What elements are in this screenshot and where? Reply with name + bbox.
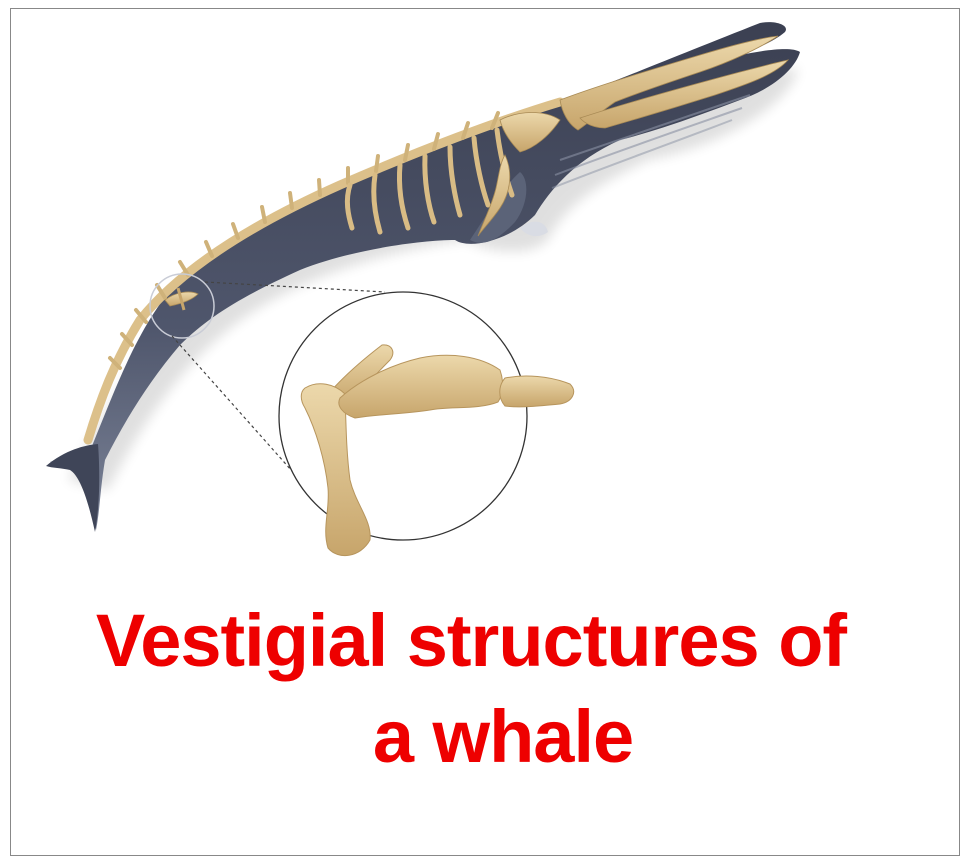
caption-line-1: Vestigial structures of (0, 600, 954, 682)
whale-skeleton-illustration (0, 0, 966, 600)
caption-line-2: a whale (20, 696, 966, 778)
